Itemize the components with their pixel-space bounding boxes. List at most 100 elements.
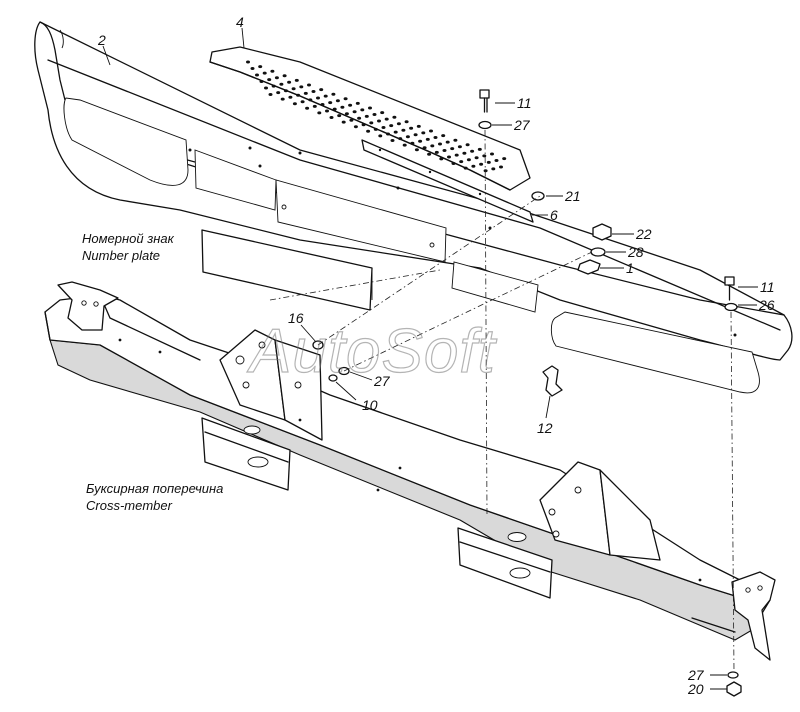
cross-member [44,281,776,661]
perforation-hole [343,97,348,101]
perforation-hole [381,126,386,129]
caption-cross-member-ru: Буксирная поперечина [86,481,223,496]
number-plate [201,229,373,311]
perforation-hole [246,60,250,64]
perforation-hole [348,103,353,107]
perforation-hole [384,117,389,121]
assembly-lines [269,129,735,673]
perforation-hole [422,146,427,150]
perforation-hole [450,147,455,151]
perforation-hole [353,125,358,129]
perforation-hole [250,67,255,70]
perforation-hole [368,106,372,110]
callout-26: 26 [758,297,775,313]
callout-22: 22 [635,226,652,242]
perforation-hole [486,160,491,164]
perforation-hole [267,78,272,82]
perforation-hole [402,143,407,147]
callout-1: 1 [626,260,634,276]
perforation-hole [438,142,442,146]
callout-12: 12 [537,420,553,436]
callout-11-upper: 11 [517,95,532,111]
perforation-hole [323,94,328,98]
perforation-hole [357,116,362,120]
perforation-hole [294,78,299,82]
perforation-hole [361,123,366,127]
perforation-hole [453,138,458,142]
perforation-hole [413,133,418,137]
perforation-hole [471,164,476,168]
perforation-hole [425,137,430,141]
bumper [34,21,793,394]
perforation-hole [414,148,419,152]
perforation-hole [494,159,499,162]
perforation-hole [451,162,456,165]
perforation-hole [303,91,308,95]
perforation-hole [332,107,337,111]
perforation-hole [434,150,439,154]
perforation-hole [274,76,279,80]
perforation-hole [255,73,259,77]
perforation-hole [430,144,435,148]
perforation-hole [457,145,462,149]
perforation-hole [335,99,340,103]
callout-20: 20 [687,681,704,697]
callout-27-lower: 27 [687,667,705,683]
perforation-hole [490,152,494,156]
perforation-hole [312,104,317,108]
perforation-hole [349,118,354,122]
callout-27-upper: 27 [513,117,531,133]
perforation-hole [499,165,503,169]
perforation-hole [502,157,507,161]
perforation-hole [466,158,471,162]
perforation-hole [427,152,432,156]
perforation-hole [474,156,479,160]
fasteners [312,89,742,697]
perforation-hole [340,105,345,109]
perforation-hole [264,86,268,90]
perforation-hole [372,113,377,116]
caption-number-plate-ru: Номерной знак [82,231,175,246]
perforation-hole [337,114,342,118]
perforation-hole [442,149,447,152]
perforation-hole [482,154,487,158]
perforation-hole [341,120,346,124]
callout-16: 16 [288,310,304,326]
perforation-hole [462,151,467,155]
callout-28: 28 [627,244,644,260]
caption-number-plate-en: Number plate [82,248,160,263]
perforation-hole [262,71,267,75]
perforation-hole [352,110,357,114]
perforation-hole [355,101,360,105]
perforation-hole [305,106,310,110]
perforation-hole [325,109,329,113]
perforation-hole [259,80,264,83]
perforation-hole [287,80,292,84]
perforation-hole [329,116,334,119]
perforation-hole [360,108,365,112]
perforation-hole [271,84,276,88]
perforation-hole [421,131,426,135]
perforation-hole [398,137,403,141]
perforation-hole [429,129,433,133]
perforation-hole [479,162,484,166]
perforation-hole [258,65,263,69]
callout-10: 10 [362,397,378,413]
callout-21: 21 [564,188,581,204]
callout-27-middle: 27 [373,373,391,389]
perforation-hole [308,98,313,102]
mounting-strip [361,139,534,223]
perforation-hole [369,121,374,125]
perforation-hole [288,95,293,99]
perforation-hole [396,122,401,126]
perforation-hole [300,100,305,104]
perforation-hole [328,101,333,105]
perforation-hole [470,149,475,153]
perforation-hole [409,126,414,130]
perforation-hole [416,124,421,128]
perforation-hole [393,130,398,134]
perforation-hole [307,83,311,87]
perforation-hole [378,134,383,138]
perforation-hole [279,82,284,86]
perforation-hole [465,143,470,147]
